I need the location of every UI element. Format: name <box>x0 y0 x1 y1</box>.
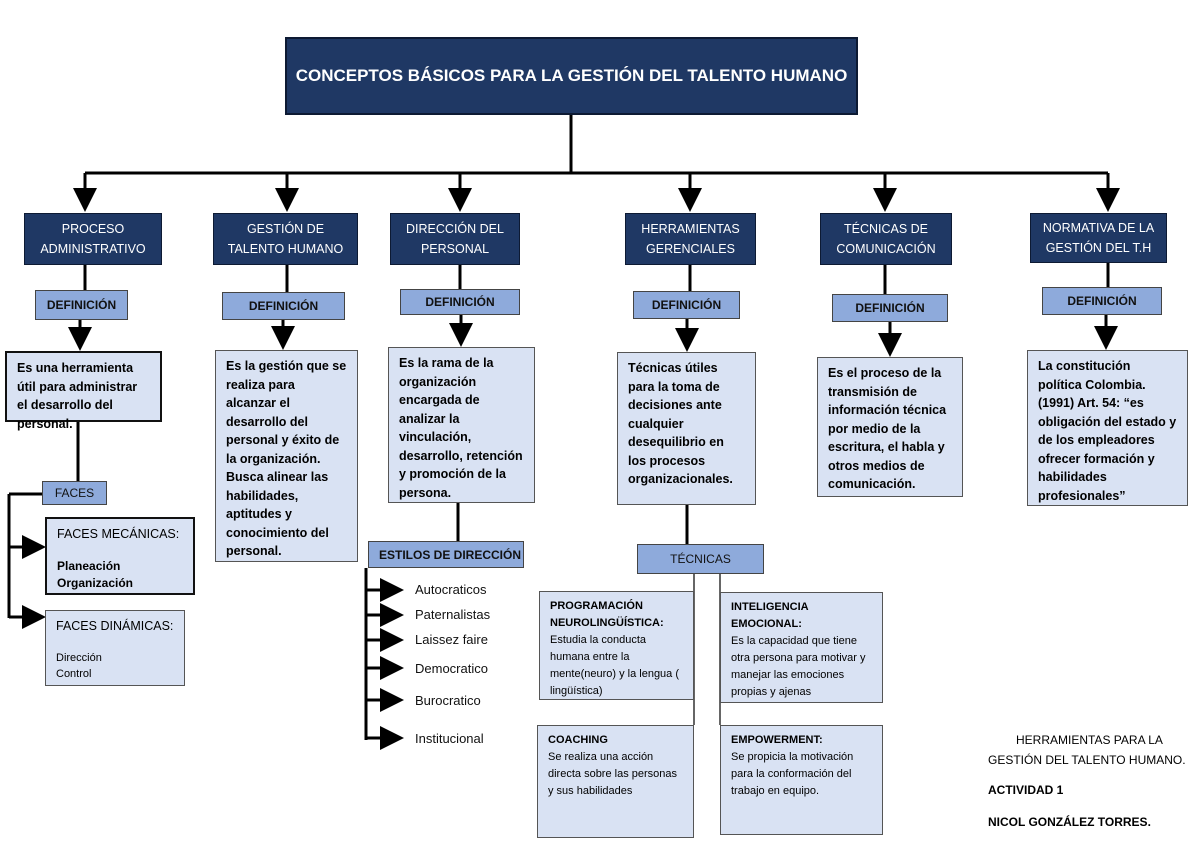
footer-line1: HERRAMIENTAS PARA LA <box>1016 733 1163 747</box>
faces-dinamicas-title: FACES DINÁMICAS: <box>56 619 174 633</box>
category-direccion-personal: DIRECCIÓN DEL PERSONAL <box>390 213 520 265</box>
tecnica-title: EMPOWERMENT: <box>731 734 823 746</box>
faces-mecanicas-item: Planeación <box>57 558 121 573</box>
tecnica-text: Se propicia la motivación para la confor… <box>731 751 854 797</box>
tecnica-text: Es la capacidad que tiene otra persona p… <box>731 635 866 698</box>
tecnicas-label: TÉCNICAS <box>637 544 764 574</box>
faces-label: FACES <box>42 481 107 505</box>
estilo-item: Paternalistas <box>415 607 491 622</box>
tecnica-text: Estudia la conducta humana entre la ment… <box>550 634 680 697</box>
definition-text: Es la rama de la organización encargada … <box>388 347 535 503</box>
definition-text: Es una herramienta útil para administrar… <box>5 351 162 431</box>
faces-dinamicas-item: Control <box>56 667 92 680</box>
estilo-item: Burocratico <box>415 693 481 708</box>
tecnica-inteligencia-emocional: INTELIGENCIA EMOCIONAL: Es la capacidad q… <box>720 592 883 703</box>
definition-label: DEFINICIÓN <box>633 291 740 319</box>
faces-mecanicas-title: FACES MECÁNICAS: <box>57 527 180 541</box>
faces-mecanicas-item: Organización <box>57 575 134 590</box>
category-proceso-administrativo: PROCESO ADMINISTRATIVO <box>24 213 162 265</box>
definition-label: DEFINICIÓN <box>222 292 345 320</box>
tecnica-title: INTELIGENCIA EMOCIONAL: <box>731 601 809 630</box>
category-gestion-talento-humano: GESTIÓN DE TALENTO HUMANO <box>213 213 358 265</box>
footer-activity: ACTIVIDAD 1 <box>988 783 1064 797</box>
category-herramientas-gerenciales: HERRAMIENTAS GERENCIALES <box>625 213 756 265</box>
tecnica-empowerment: EMPOWERMENT: Se propicia la motivación pa… <box>720 725 883 835</box>
tecnica-title: PROGRAMACIÓN NEUROLINGÜÍSTICA: <box>550 600 664 629</box>
tecnica-coaching: COACHING Se realiza una acción directa so… <box>537 725 694 838</box>
definition-text: Es la gestión que se realiza para alcanz… <box>215 350 358 562</box>
definition-text: Técnicas útiles para la toma de decision… <box>617 352 756 505</box>
tecnica-text: Se realiza una acción directa sobre las … <box>548 751 678 797</box>
definition-text: Es el proceso de la transmisión de infor… <box>817 357 963 497</box>
tecnica-pnl: PROGRAMACIÓN NEUROLINGÜÍSTICA: Estudia la… <box>539 591 694 700</box>
estilo-item: Institucional <box>415 731 484 746</box>
definition-label: DEFINICIÓN <box>1042 287 1162 315</box>
definition-label: DEFINICIÓN <box>400 289 520 315</box>
definition-text: La constitución política Colombia. (1991… <box>1027 350 1188 506</box>
estilo-item: Autocraticos <box>415 582 487 597</box>
faces-mecanicas-box: FACES MECÁNICAS: Planeación Organización <box>45 517 195 595</box>
footer-line2: GESTIÓN DEL TALENTO HUMANO. <box>988 753 1186 767</box>
tecnica-title: COACHING <box>548 734 608 746</box>
main-title: CONCEPTOS BÁSICOS PARA LA GESTIÓN DEL TA… <box>285 37 858 115</box>
faces-dinamicas-box: FACES DINÁMICAS: Dirección Control <box>45 610 185 686</box>
category-normativa: NORMATIVA DE LA GESTIÓN DEL T.H <box>1030 213 1167 263</box>
estilo-item: Democratico <box>415 661 488 676</box>
definition-label: DEFINICIÓN <box>832 294 948 322</box>
estilos-direccion-label: ESTILOS DE DIRECCIÓN <box>368 541 524 568</box>
faces-dinamicas-item: Dirección <box>56 651 102 664</box>
estilo-item: Laissez faire <box>415 632 488 647</box>
category-tecnicas-comunicacion: TÉCNICAS DE COMUNICACIÓN <box>820 213 952 265</box>
footer-author: NICOL GONZÁLEZ TORRES. <box>988 815 1151 829</box>
definition-label: DEFINICIÓN <box>35 290 128 320</box>
